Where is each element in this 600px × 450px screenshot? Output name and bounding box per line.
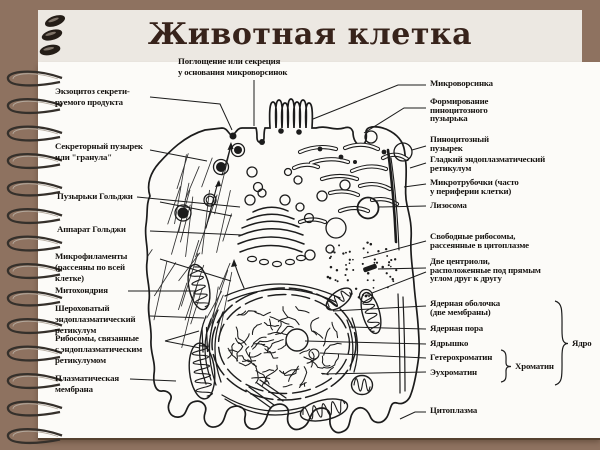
label-microfilaments: Микрофиламенты (рассеяны по всей клетке): [55, 251, 128, 283]
label-mitochondrion: Митохондрия: [55, 285, 108, 295]
label-smooth-er: Гладкий эндоплазматический ретикулум: [430, 154, 545, 173]
title-band: Животная клетка: [38, 10, 582, 62]
label-plasma-membrane: Плазматическая мембрана: [55, 373, 119, 394]
label-microtubules: Микротрубочки (часто у периферии клетки): [430, 177, 519, 196]
label-nucleolus: Ядрышко: [430, 338, 469, 348]
label-exocytosis: Экзоцитоз секрети- руемого продукта: [55, 86, 130, 107]
label-nuclear-pore: Ядерная пора: [430, 323, 483, 333]
label-chromatin-bracket: Хроматин: [515, 361, 554, 371]
label-rough-er: Шероховатый эндоплазматический ретикулум: [55, 303, 136, 335]
label-er-ribosomes: Рибосомы, связанные с эндоплазматическим…: [55, 333, 143, 365]
label-centrioles: Две центриоли, расположенные под прямым …: [430, 256, 541, 284]
label-nuclear-envelope: Ядерная оболочка (две мембраны): [430, 298, 500, 317]
label-free-ribosomes: Свободные рибосомы, рассеянные в цитопла…: [430, 231, 529, 250]
label-cytoplasm: Цитоплазма: [430, 405, 478, 415]
label-pinocytotic-vesicle: Пиноцитозный пузырек: [430, 134, 489, 153]
label-heterochromatin: Гетерохроматин: [430, 352, 493, 362]
label-golgi-vesicles: Пузырьки Гольджи: [57, 191, 133, 201]
label-microvillus: Микроворсинка: [430, 78, 493, 88]
label-pinocytosis-formation: Формирование пиноцитозного пузырька: [430, 96, 489, 124]
label-nucleus-bracket: Ядро: [572, 338, 592, 348]
label-euchromatin: Эухроматин: [430, 367, 477, 377]
label-absorption-secretion: Поглощение или секреция у основания микр…: [178, 56, 288, 77]
slide-title: Животная клетка: [147, 17, 473, 52]
label-secretory-vesicle: Секреторный пузырек или "гранула": [55, 141, 143, 162]
label-lysosome: Лизосома: [430, 200, 467, 210]
label-golgi-apparatus: Аппарат Гольджи: [57, 224, 126, 234]
